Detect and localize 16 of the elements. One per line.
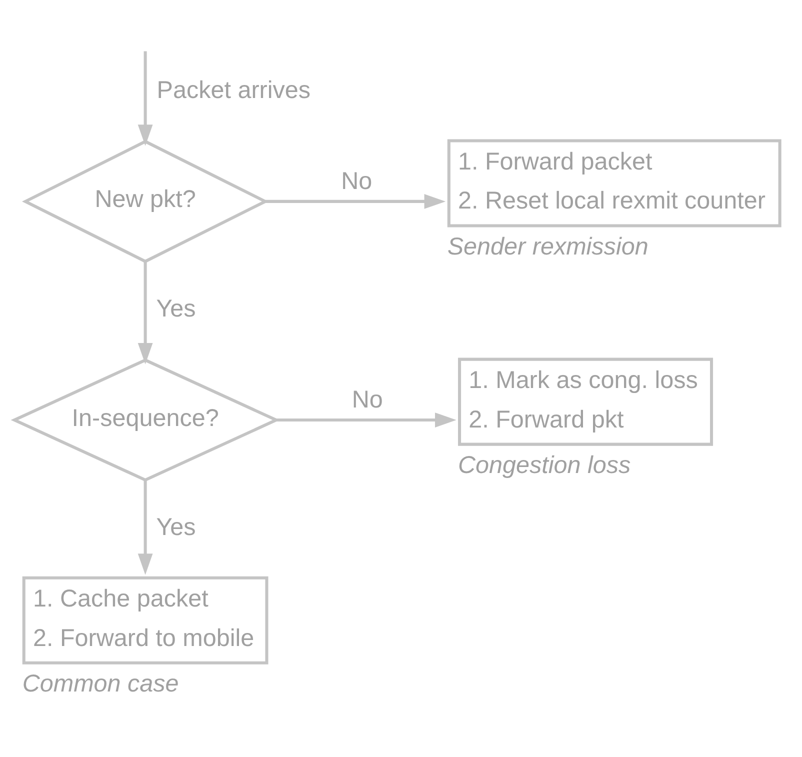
edge-label: Yes [156,514,196,542]
edge-label: Yes [156,296,196,323]
node-label: Congestion loss [458,452,631,479]
edge-label: No [352,386,383,414]
node-box: 1. Cache packet 2. Forward to mobile [22,576,268,664]
arrow [276,412,456,428]
edge-label: Packet arrives [156,76,311,104]
node-label: Sender rexmission [447,233,648,260]
arrow [138,262,153,364]
arrow [138,480,153,575]
edge-label: No [341,168,372,195]
node-box: 1. Forward packet 2. Reset local rexmit counter [447,139,782,228]
arrow [138,51,153,146]
node-box: 1. Mark as cong. loss 2. Forward pkt [458,358,714,446]
node-label: Common case [22,670,179,698]
arrow [266,194,446,209]
